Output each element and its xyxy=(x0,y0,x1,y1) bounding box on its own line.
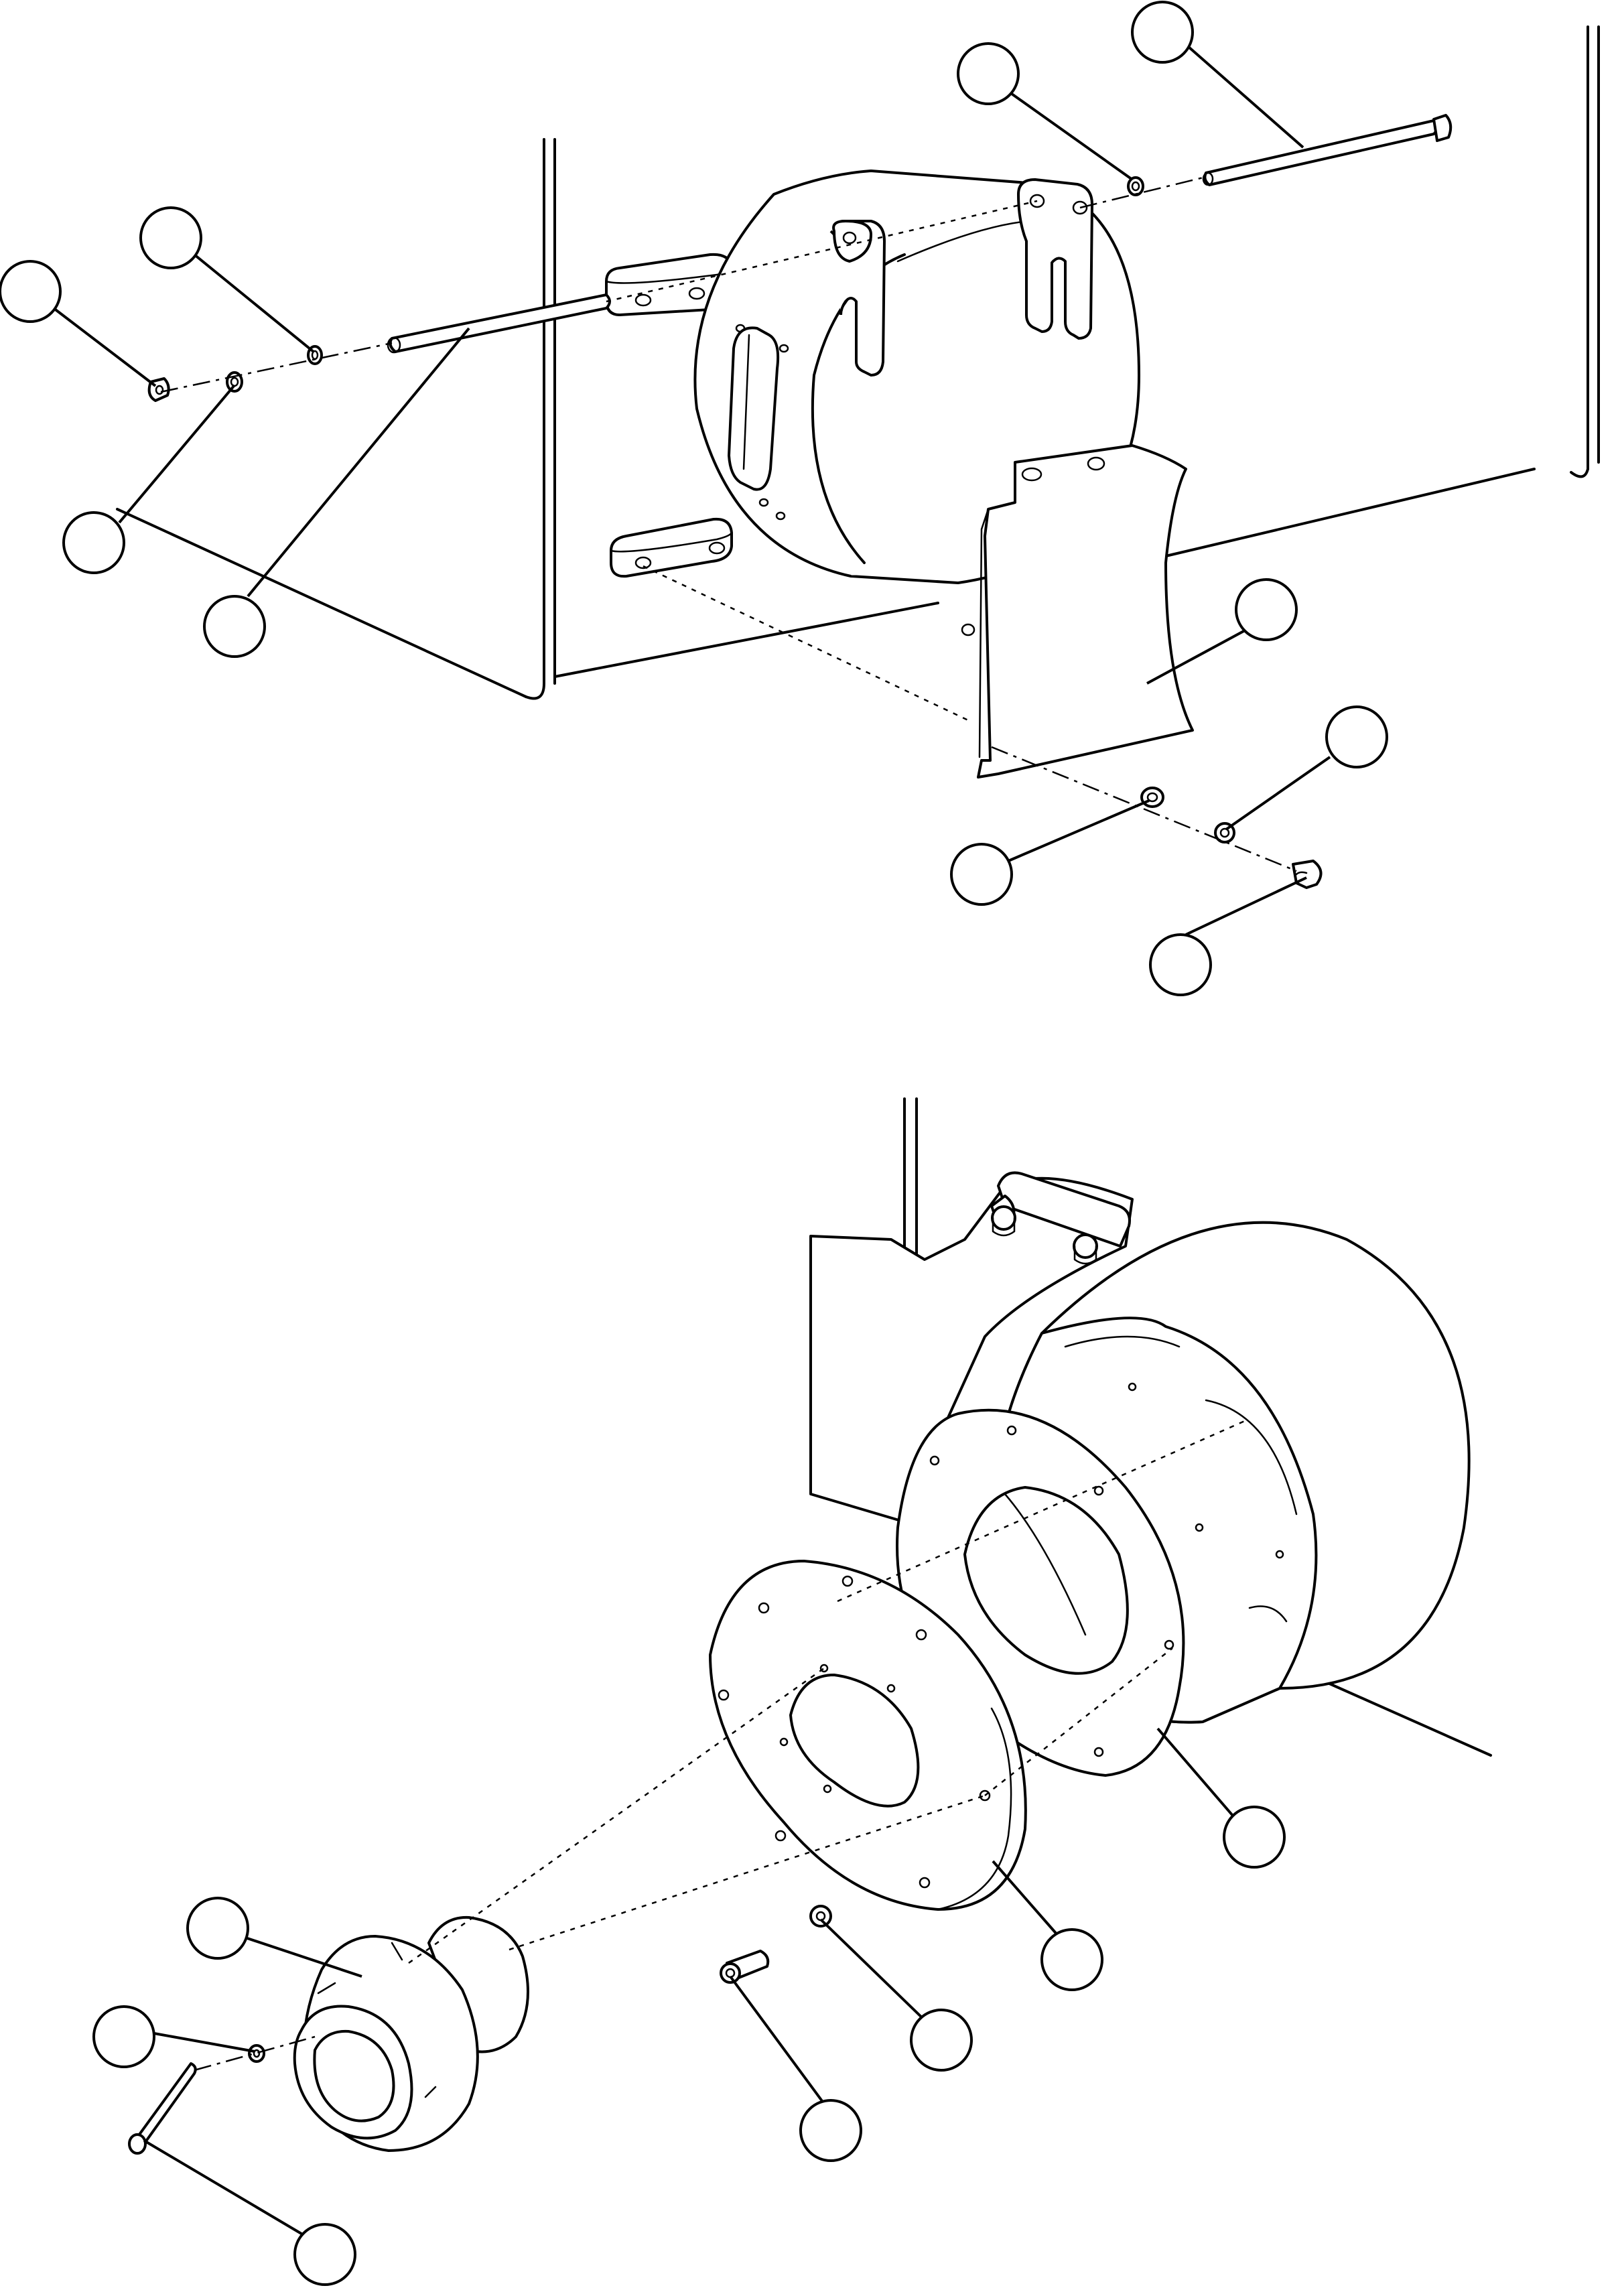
bottom-leader-lines xyxy=(143,1727,1234,2239)
callout-top-screw xyxy=(1149,933,1212,996)
axis-lower-block xyxy=(643,565,969,722)
top-view xyxy=(0,1,1600,996)
bottom-view xyxy=(92,1097,1492,2286)
callout-top-nut xyxy=(0,260,62,323)
axis-top-through xyxy=(606,200,1038,303)
callout-bottom-gasket xyxy=(1223,1806,1286,1869)
axis-lower-bolt xyxy=(991,746,1297,872)
small-hardware-top xyxy=(147,176,1323,889)
callout-top-plate xyxy=(1235,578,1298,641)
long-bolt-right xyxy=(1202,114,1453,186)
callout-bottom-lockwasher xyxy=(92,2005,155,2068)
callout-bottom-washer xyxy=(910,2009,973,2072)
callout-bottom-screw xyxy=(293,2223,356,2286)
axis-flange-ring-b xyxy=(984,1647,1173,1796)
mounting-flange xyxy=(709,1560,1027,1911)
axis-top-left xyxy=(160,342,393,393)
callout-top-lower-washer xyxy=(1325,705,1388,768)
callout-top-flat-washer xyxy=(950,843,1013,906)
bottom-callouts xyxy=(92,1806,1286,2286)
mounting-plate xyxy=(961,444,1194,779)
clevis-lug-right xyxy=(1017,178,1093,340)
callout-bottom-bolt xyxy=(799,2099,862,2162)
small-hardware-bottom xyxy=(128,1905,832,2155)
axis-top-right xyxy=(1079,176,1207,209)
callout-top-washer-left xyxy=(139,206,202,269)
hub-coupling xyxy=(293,1915,529,2152)
callout-top-rod xyxy=(203,595,266,658)
callout-bottom-hub xyxy=(186,1897,249,1960)
axis-hub-lower xyxy=(509,1794,986,1951)
callout-top-bolt xyxy=(1131,1,1194,64)
callout-top-lockwasher xyxy=(62,511,125,574)
callout-bottom-flange xyxy=(1040,1928,1103,1991)
clevis-lug-left xyxy=(829,220,886,377)
top-leader-lines xyxy=(52,46,1331,936)
axis-hub-screw xyxy=(194,2035,316,2072)
frame-lines xyxy=(116,25,1600,700)
callout-top-washer-right xyxy=(957,42,1020,105)
axis-hub-upper xyxy=(408,1667,825,1964)
top-callouts xyxy=(0,1,1388,996)
lower-spacer-block xyxy=(610,517,733,578)
back-plate xyxy=(809,1171,1134,1522)
rod-left xyxy=(387,293,611,354)
